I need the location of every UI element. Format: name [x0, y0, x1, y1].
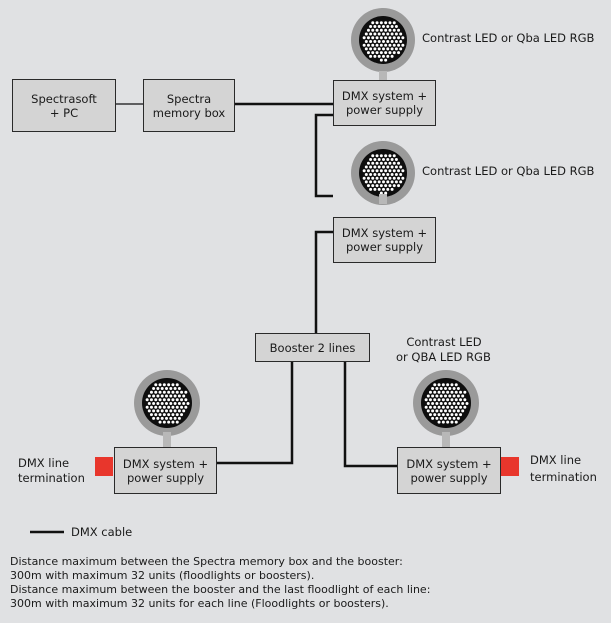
stem-top1	[379, 71, 387, 81]
dmx1-line2: power supply	[345, 103, 424, 117]
memory-box-line1: Spectra	[166, 91, 212, 106]
note-line-4: 300m with maximum 32 units for each line…	[10, 597, 389, 610]
led-floodlights	[134, 8, 479, 436]
dmx-system-box-left: DMX system + power supply	[114, 447, 217, 494]
spectrasoft-line2: + PC	[49, 105, 79, 120]
termination-label-right-line2: termination	[530, 470, 597, 484]
led-head-top1	[351, 8, 415, 72]
cable-booster-to-left	[216, 360, 294, 465]
dmx-system-box-right: DMX system + power supply	[397, 447, 501, 494]
termination-label-right-line1: DMX line	[530, 453, 582, 467]
dmx-right-line1: DMX system +	[406, 456, 492, 471]
led-head-top2	[351, 141, 415, 205]
spectrasoft-box: Spectrasoft + PC	[12, 79, 116, 132]
dmx-left-line1: DMX system +	[122, 456, 209, 471]
distance-notes: Distance maximum between the Spectra mem…	[10, 555, 430, 611]
stem-right	[442, 432, 450, 447]
dmx-right-line2: power supply	[410, 470, 488, 485]
dmx-system-box-1: DMX system + power supply	[333, 80, 436, 126]
note-line-3: Distance maximum between the booster and…	[10, 583, 431, 596]
led-head-right	[413, 370, 479, 436]
dmx-system-box-2: DMX system + power supply	[333, 217, 436, 263]
stem-top2	[379, 194, 387, 204]
led-stems	[163, 71, 450, 447]
termination-right	[501, 457, 519, 476]
termination-label-left-line2: termination	[18, 471, 85, 485]
termination-label-left-line1: DMX line	[18, 456, 70, 470]
dmx2-line2: power supply	[345, 240, 424, 254]
dmx1-line1: DMX system +	[341, 89, 428, 103]
note-line-2: 300m with maximum 32 units (floodlights …	[10, 569, 315, 582]
booster-box: Booster 2 lines	[255, 333, 370, 362]
cable-dmx1-to-dmx2	[314, 113, 333, 198]
dmx2-line1: DMX system +	[341, 226, 428, 240]
led-label-top2: Contrast LED or Qba LED RGB	[422, 164, 595, 178]
memory-box: Spectra memory box	[143, 79, 235, 132]
termination-left	[95, 457, 113, 476]
stem-left	[163, 432, 171, 447]
spectrasoft-line1: Spectrasoft	[31, 91, 97, 106]
led-head-left	[134, 370, 200, 436]
note-line-1: Distance maximum between the Spectra mem…	[10, 555, 403, 568]
booster-label: Booster 2 lines	[269, 340, 356, 355]
dmx-left-line2: power supply	[126, 470, 205, 485]
led-label-top1: Contrast LED or Qba LED RGB	[422, 31, 595, 45]
led-label-right-line2: or QBA LED RGB	[396, 350, 491, 364]
dmx-cables	[216, 102, 397, 468]
legend-cable-label: DMX cable	[71, 525, 133, 539]
cable-dmx2-to-booster	[314, 230, 333, 333]
cable-booster-to-right	[343, 360, 397, 468]
led-label-right-line1: Contrast LED	[406, 335, 482, 349]
memory-box-line2: memory box	[152, 105, 226, 120]
